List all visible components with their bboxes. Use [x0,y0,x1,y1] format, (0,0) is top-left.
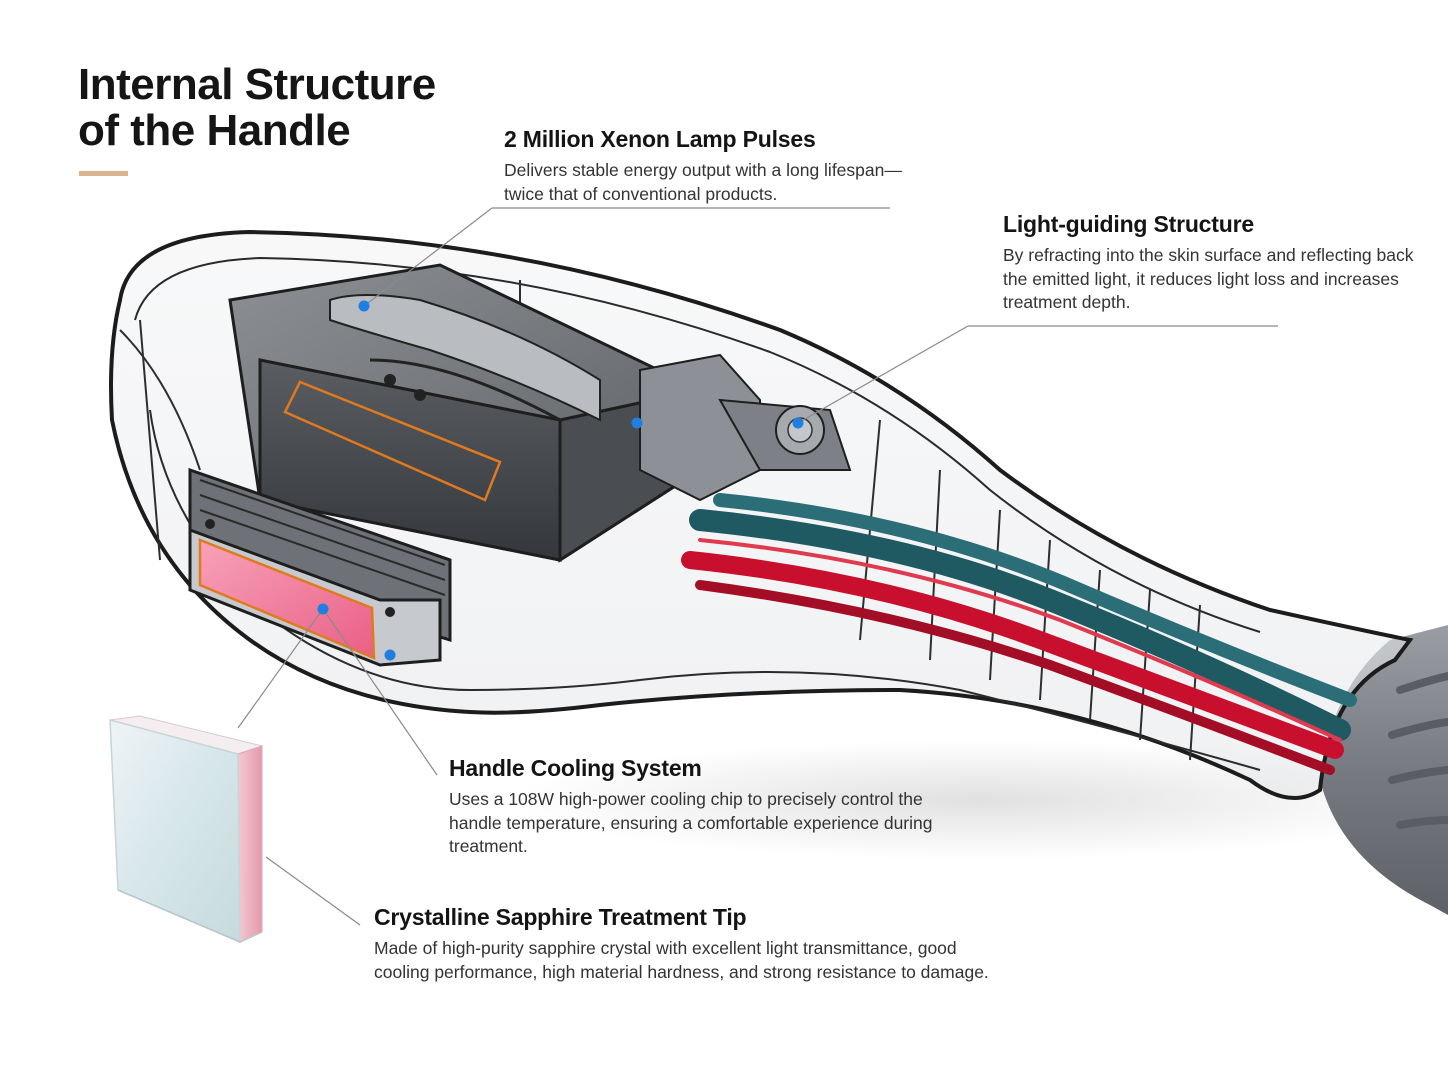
leader-tip-upper [237,608,324,729]
callout-xenon-lamp: 2 Million Xenon Lamp Pulses Delivers sta… [504,125,924,206]
callout-xenon-lamp-title: 2 Million Xenon Lamp Pulses [504,126,816,152]
title-accent-bar [79,171,128,176]
callout-light-guide-desc: By refracting into the skin surface and … [1003,245,1414,312]
leader-cooling [322,608,438,776]
marker-lamp-2 [631,417,643,429]
callout-xenon-lamp-desc: Delivers stable energy output with a lon… [504,160,902,204]
xenon-lamp-housing [228,263,702,563]
callout-sapphire-tip-desc: Made of high-purity sapphire crystal wit… [374,938,989,982]
callout-light-guide-title: Light-guiding Structure [1003,211,1254,237]
sapphire-crystal-block [109,715,264,944]
marker-lamp [358,300,370,312]
callout-sapphire-tip-title: Crystalline Sapphire Treatment Tip [374,904,747,930]
marker-tip [384,649,396,661]
page-title: Internal Structure of the Handle [78,62,436,154]
page-title-line-2: of the Handle [78,106,351,155]
internal-cables [681,493,1357,775]
callout-cooling-system-desc: Uses a 108W high-power cooling chip to p… [449,789,933,856]
marker-light-guide [792,417,804,429]
orange-outline [283,380,502,502]
leader-lamp [363,207,493,307]
pink-window [198,538,376,660]
callout-light-guide: Light-guiding Structure By refracting in… [1003,210,1423,315]
leader-tip [265,856,361,926]
device-shadow [510,740,1448,860]
callout-markers [317,300,804,661]
cooling-block [188,467,452,667]
leader-light [797,325,969,424]
callout-cooling-system-title: Handle Cooling System [449,755,702,781]
callout-sapphire-tip: Crystalline Sapphire Treatment Tip Made … [374,903,1014,984]
marker-cooling [317,603,329,615]
page-title-line-1: Internal Structure [78,60,436,109]
light-guide-assembly [639,353,852,502]
callout-cooling-system: Handle Cooling System Uses a 108W high-p… [449,754,949,859]
leader-lines [237,207,1278,926]
